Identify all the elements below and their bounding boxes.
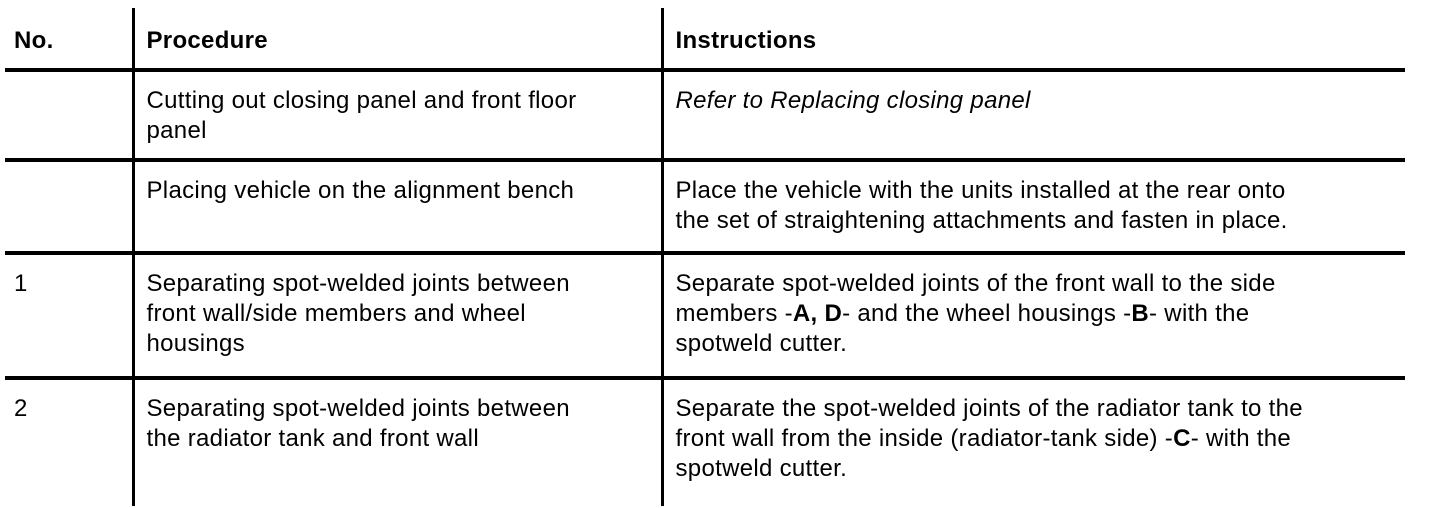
column-header-instructions: Instructions xyxy=(660,8,1405,70)
table-body: Cutting out closing panel and front floo… xyxy=(5,68,1405,506)
cell-procedure: Cutting out closing panel and front floo… xyxy=(131,68,662,160)
text-segment: Separate the spot-welded joints of the r… xyxy=(675,395,1303,452)
header-row: No. Procedure Instructions xyxy=(5,8,1405,70)
table-row: Cutting out closing panel and front floo… xyxy=(5,68,1405,160)
cell-no: 1 xyxy=(5,251,133,378)
cell-no xyxy=(5,158,133,253)
text-segment: Separating spot-welded joints between th… xyxy=(146,395,570,452)
text-segment: Replacing closing panel xyxy=(770,87,1031,114)
text-segment: - with the spotweld cutter. xyxy=(675,425,1292,482)
text-segment: C xyxy=(1173,425,1191,452)
cell-instructions: Place the vehicle with the units install… xyxy=(660,158,1405,253)
cell-procedure: Placing vehicle on the alignment bench xyxy=(131,158,662,253)
cell-instructions: Refer to Replacing closing panel xyxy=(660,68,1405,160)
column-header-procedure: Procedure xyxy=(131,8,662,70)
cell-no xyxy=(5,68,133,160)
text-segment: A, D xyxy=(792,300,843,327)
table-row: 1 Separating spot-welded joints between … xyxy=(5,251,1405,378)
cell-procedure: Separating spot-welded joints between th… xyxy=(131,376,662,506)
procedures-table: No. Procedure Instructions Cutting out c… xyxy=(5,8,1405,506)
text-segment: Separating spot-welded joints between fr… xyxy=(146,270,570,357)
cell-instructions: Separate spot-welded joints of the front… xyxy=(660,251,1405,378)
text-segment: B xyxy=(1131,300,1150,327)
cell-no: 2 xyxy=(5,376,133,506)
text-segment: Separate spot-welded joints of the front… xyxy=(675,270,1276,327)
text-segment: Refer to xyxy=(675,87,771,114)
cell-instructions: Separate the spot-welded joints of the r… xyxy=(660,376,1405,506)
text-segment: - and the wheel housings - xyxy=(842,300,1132,327)
text-segment: Place the vehicle with the units install… xyxy=(675,177,1288,234)
text-segment: - with the spotweld cutter. xyxy=(675,300,1250,357)
column-header-no: No. xyxy=(14,27,54,54)
text-segment: Cutting out closing panel and front floo… xyxy=(146,87,577,144)
table-row: Placing vehicle on the alignment bench P… xyxy=(5,158,1405,253)
cell-procedure: Separating spot-welded joints between fr… xyxy=(131,251,662,378)
table-row: 2 Separating spot-welded joints between … xyxy=(5,376,1405,506)
text-segment: Placing vehicle on the alignment bench xyxy=(146,177,575,204)
